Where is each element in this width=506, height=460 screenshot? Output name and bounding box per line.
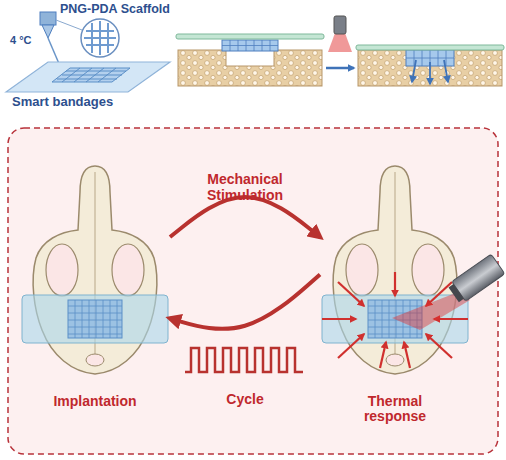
skull-node: Thermal response <box>320 160 470 380</box>
scaffold-line <box>368 334 422 335</box>
heat-arrow <box>338 282 364 306</box>
magnified-scaffold <box>56 19 119 57</box>
figure-label: Smart bandages <box>12 95 152 109</box>
eye-orbit <box>112 244 144 296</box>
skull-node: Implantation <box>20 160 170 380</box>
eye-orbit <box>412 244 444 296</box>
scaffold-grid <box>68 300 122 338</box>
foramen <box>86 354 104 366</box>
scaffold-line <box>368 313 422 314</box>
bandage-band <box>322 295 468 343</box>
heat-arrow <box>380 342 386 368</box>
scaffold-line <box>68 313 122 314</box>
smart-bandage <box>322 295 468 343</box>
skull-shape <box>320 160 470 380</box>
eye-orbit <box>346 244 378 296</box>
glass-plate <box>6 62 170 92</box>
scaffold-line <box>368 320 422 321</box>
edge-label: Mechanical Stimulation <box>185 171 305 203</box>
bone-defect-before <box>176 34 324 86</box>
scaffold-line <box>368 327 422 328</box>
bone-defect-after <box>356 45 504 86</box>
heat-arrow <box>404 342 410 368</box>
node-label: Implantation <box>20 394 170 409</box>
heat-arrow <box>338 334 364 358</box>
foramen <box>386 354 404 366</box>
heat-arrow <box>426 334 452 358</box>
scaffold-line <box>68 320 122 321</box>
node-label: Thermal response <box>354 394 436 425</box>
bandage-band <box>22 295 168 343</box>
heat-arrow <box>426 282 452 306</box>
scaffold-line <box>68 334 122 335</box>
scaffold-line <box>68 327 122 328</box>
scaffold-grid <box>368 300 422 338</box>
heat-arrow <box>434 318 468 320</box>
figure-label: 4 °C <box>10 34 50 46</box>
cycle-wave <box>185 348 303 372</box>
scaffold-line <box>68 306 122 307</box>
dashed-panel <box>8 128 498 454</box>
scaffold-line <box>368 306 422 307</box>
smart-bandage <box>22 295 168 343</box>
figure-label: Cycle <box>205 392 285 407</box>
skull-shape <box>20 160 170 380</box>
cycle-arrow <box>170 197 320 237</box>
eye-orbit <box>46 244 78 296</box>
heat-arrow <box>322 318 356 320</box>
cycle-arrow <box>170 274 320 328</box>
light-lamp <box>326 16 354 68</box>
heat-arrow <box>394 272 396 296</box>
figure-label: PNG-PDA Scaffold <box>60 3 200 17</box>
heat-arrows <box>322 272 468 368</box>
